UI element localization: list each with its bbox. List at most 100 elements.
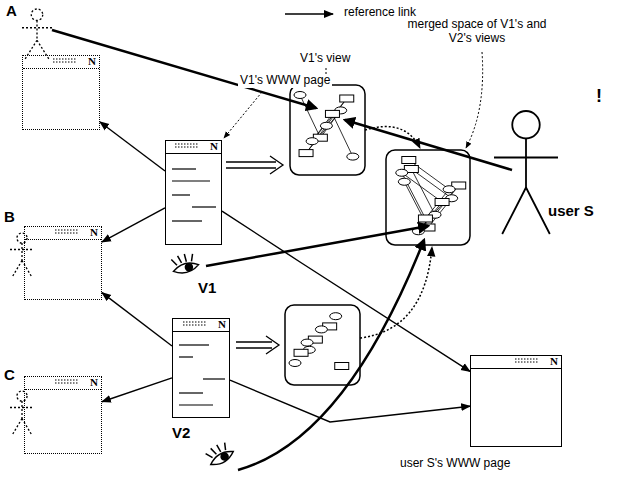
drawing-part xyxy=(236,341,272,342)
graph-node xyxy=(299,150,313,157)
title-bar: N xyxy=(25,377,101,390)
drawing-part xyxy=(172,194,190,195)
browser-logo: N xyxy=(88,55,96,68)
graph-node xyxy=(301,339,313,346)
graph-link xyxy=(435,186,459,215)
toolbar-mark xyxy=(173,141,203,153)
merge-flow xyxy=(365,127,420,148)
eye-symbol xyxy=(170,251,200,276)
callout-label: V1 xyxy=(196,279,218,296)
www-page: N xyxy=(470,355,562,447)
view-arrow xyxy=(52,30,316,108)
toolbar-mark xyxy=(51,56,81,68)
title-bar: N xyxy=(471,356,561,369)
browser-logo: N xyxy=(90,376,98,389)
drawing-part xyxy=(10,243,34,277)
drawing-part xyxy=(172,168,196,169)
reference-link xyxy=(102,378,172,402)
legend-text: reference link xyxy=(342,6,418,20)
graph-link xyxy=(306,126,326,153)
annotation-label: V1's view xyxy=(298,52,352,66)
graph-link xyxy=(425,189,449,218)
view-arrow xyxy=(206,226,428,266)
page-text-lines xyxy=(173,332,228,416)
reference-link xyxy=(102,208,165,242)
title-bar: N xyxy=(23,56,99,69)
stick-figure xyxy=(8,232,36,278)
graph-node xyxy=(289,360,301,367)
graph-node xyxy=(435,199,449,206)
graph-node xyxy=(315,326,327,333)
www-page: N xyxy=(172,318,230,418)
drawing-part xyxy=(171,252,195,266)
legend-sample-line xyxy=(285,13,333,15)
browser-logo: N xyxy=(550,355,558,368)
title-bar: N xyxy=(173,319,229,332)
view-box xyxy=(285,305,360,385)
drawing-part xyxy=(10,401,34,435)
drawing-part xyxy=(270,156,283,174)
title-bar: N xyxy=(166,141,221,154)
toolbar-mark xyxy=(53,377,83,389)
drawing-part xyxy=(55,230,79,233)
browser-logo: N xyxy=(218,318,226,331)
graph-node xyxy=(294,92,306,99)
drawing-part xyxy=(31,9,42,20)
eye-symbol xyxy=(204,439,236,468)
toolbar-mark xyxy=(181,319,211,331)
www-page: N xyxy=(165,140,222,245)
generation-arrow xyxy=(236,336,279,354)
graph-link xyxy=(402,173,442,202)
www-page: N xyxy=(24,226,102,300)
drawing-part xyxy=(179,392,203,393)
annotation-label: merged space of V1's and V2's views xyxy=(400,18,554,46)
graph-link xyxy=(300,95,320,138)
drawing-part xyxy=(236,347,272,348)
generation-arrow xyxy=(226,156,283,174)
drawing-part xyxy=(179,344,209,345)
leader-line xyxy=(466,52,483,148)
drawing-part xyxy=(185,263,194,272)
drawing-part xyxy=(183,322,207,325)
graph-node xyxy=(340,95,354,102)
reference-link xyxy=(222,211,470,371)
user-figure: user S xyxy=(492,110,560,235)
drawing-part xyxy=(203,378,225,379)
drawing-part xyxy=(226,161,276,162)
drawing-part xyxy=(22,20,52,59)
figure-label: B xyxy=(4,208,15,225)
graph-node xyxy=(325,110,339,117)
reference-link xyxy=(102,293,172,346)
graph-link xyxy=(409,160,449,189)
drawing-part xyxy=(175,144,199,147)
title-bar: N xyxy=(25,227,101,240)
drawing-part xyxy=(179,356,193,357)
drawing-part xyxy=(494,139,558,235)
figure-label: A xyxy=(6,2,17,19)
user-figure: A xyxy=(20,8,54,60)
annotation-label: V1's WWW page xyxy=(238,74,332,88)
stick-figure xyxy=(20,8,54,60)
view-box xyxy=(290,85,365,175)
drawing-part xyxy=(10,391,34,435)
drawing-part xyxy=(220,452,230,462)
graph-link xyxy=(411,169,435,215)
callout-label: ! xyxy=(594,86,604,107)
graph-node xyxy=(402,157,416,164)
www-page: N xyxy=(24,376,102,454)
view-arrow xyxy=(238,240,424,470)
stick-figure xyxy=(8,390,36,436)
graph-node xyxy=(443,186,455,193)
drawing-part xyxy=(55,380,79,383)
graph-node xyxy=(294,349,308,356)
graph-node xyxy=(306,138,318,145)
drawing-part xyxy=(266,336,279,354)
drawing-part xyxy=(17,391,27,401)
callout-label: V2 xyxy=(170,424,192,441)
reference-link xyxy=(230,380,470,422)
graph-node xyxy=(418,215,432,222)
drawing-part xyxy=(52,30,512,470)
graph-link xyxy=(312,99,347,142)
